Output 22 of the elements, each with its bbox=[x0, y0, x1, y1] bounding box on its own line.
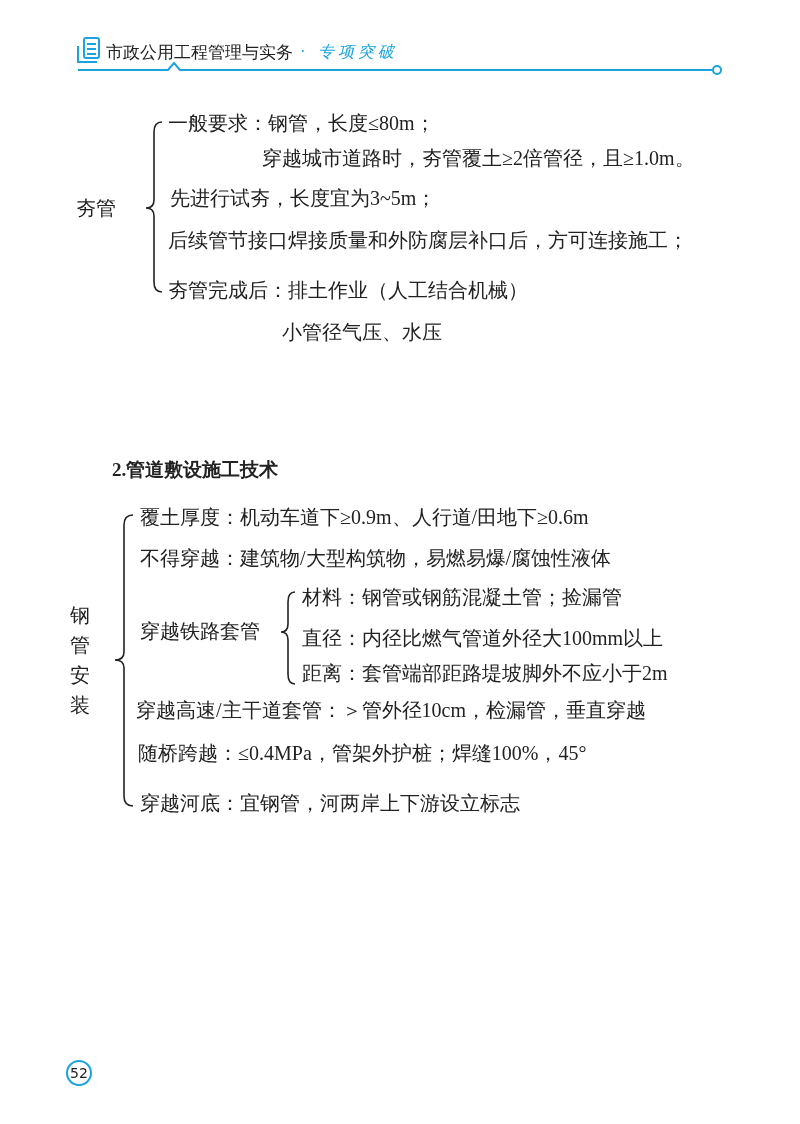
note-text: 直径：内径比燃气管道外径大100mm以上 bbox=[302, 626, 664, 651]
note-text: 一般要求：钢管，长度≤80m； bbox=[168, 111, 435, 136]
topic-label: 夯管 bbox=[76, 196, 116, 221]
note-text: 小管径气压、水压 bbox=[282, 320, 442, 345]
header-subtitle: 专项突破 bbox=[318, 42, 398, 62]
note-text: 覆土厚度：机动车道下≥0.9m、人行道/田地下≥0.6m bbox=[140, 505, 589, 530]
topic-label: 钢管安装 bbox=[70, 603, 91, 718]
separator-dot: · bbox=[300, 41, 306, 63]
note-text: 不得穿越：建筑物/大型构筑物，易燃易爆/腐蚀性液体 bbox=[140, 546, 612, 571]
section-heading: 2.管道敷设施工技术 bbox=[112, 458, 279, 482]
note-text: 穿越高速/主干道套管：＞管外径10cm，检漏管，垂直穿越 bbox=[136, 698, 646, 723]
note-text: 材料：钢管或钢筋混凝土管；捡漏管 bbox=[302, 585, 622, 610]
note-text: 夯管完成后：排土作业（人工结合机械） bbox=[168, 278, 528, 303]
topic-label: 穿越铁路套管 bbox=[140, 619, 260, 644]
note-text: 穿越河底：宜钢管，河两岸上下游设立标志 bbox=[140, 791, 520, 816]
page-number-badge: 52 bbox=[66, 1060, 92, 1086]
note-text: 先进行试夯，长度宜为3~5m； bbox=[170, 186, 437, 211]
header-title: 市政公用工程管理与实务 bbox=[106, 41, 293, 64]
note-text: 随桥跨越：≤0.4MPa，管架外护桩；焊缝100%，45° bbox=[138, 741, 587, 766]
note-text: 后续管节接口焊接质量和外防腐层补口后，方可连接施工； bbox=[168, 228, 688, 253]
note-text: 距离：套管端部距路堤坡脚外不应小于2m bbox=[302, 661, 668, 686]
note-text: 穿越城市道路时，夯管覆土≥2倍管径，且≥1.0m。 bbox=[262, 146, 695, 171]
